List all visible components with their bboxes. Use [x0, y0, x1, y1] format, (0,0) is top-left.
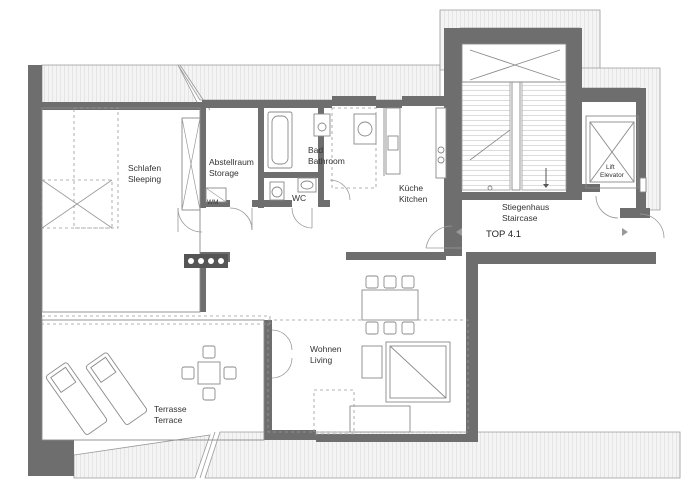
- room-label-sleeping-de: Schlafen: [128, 163, 161, 173]
- room-label-sleeping-en: Sleeping: [128, 174, 161, 184]
- room-label-wc: WC: [292, 193, 306, 203]
- room-label-terrace-en: Terrace: [154, 415, 183, 425]
- room-label-staircase-en: Staircase: [502, 213, 538, 223]
- room-label-bathroom-en: Bathroom: [308, 156, 345, 166]
- kitchen-counters: [383, 107, 447, 179]
- room-label-bathroom-de: Bad: [308, 145, 323, 155]
- room-label-storage-de: Abstellraum: [209, 157, 254, 167]
- room-label-staircase-de: Stiegenhaus: [502, 202, 549, 212]
- room-label-kitchen-en: Kitchen: [399, 194, 428, 204]
- room-label-terrace-de: Terrasse: [154, 404, 187, 414]
- sleeping-room: [41, 107, 201, 313]
- storage-room: [205, 187, 227, 203]
- staircase: [461, 43, 567, 191]
- washing-machine-label: WM: [207, 199, 219, 206]
- radiator: [184, 254, 228, 268]
- roof-eaves: [41, 9, 681, 479]
- unit-label: TOP 4.1: [486, 229, 521, 240]
- bathroom-fixtures: [267, 107, 377, 189]
- room-label-storage-en: Storage: [209, 168, 239, 178]
- room-label-living-en: Living: [310, 355, 332, 365]
- walls: [28, 28, 656, 476]
- lift-shaft: [585, 115, 647, 193]
- wc-fixtures: [269, 177, 317, 201]
- room-label-living-de: Wohnen: [310, 344, 342, 354]
- room-labels: Schlafen Sleeping Abstellraum Storage Ba…: [128, 145, 625, 425]
- room-label-kitchen-de: Küche: [399, 183, 423, 193]
- doors: [177, 179, 665, 379]
- living-furniture: [267, 275, 469, 435]
- lift-label-en: Elevator: [600, 172, 625, 179]
- lift-label-de: Lift: [606, 164, 615, 171]
- terrace-furniture: [41, 315, 271, 441]
